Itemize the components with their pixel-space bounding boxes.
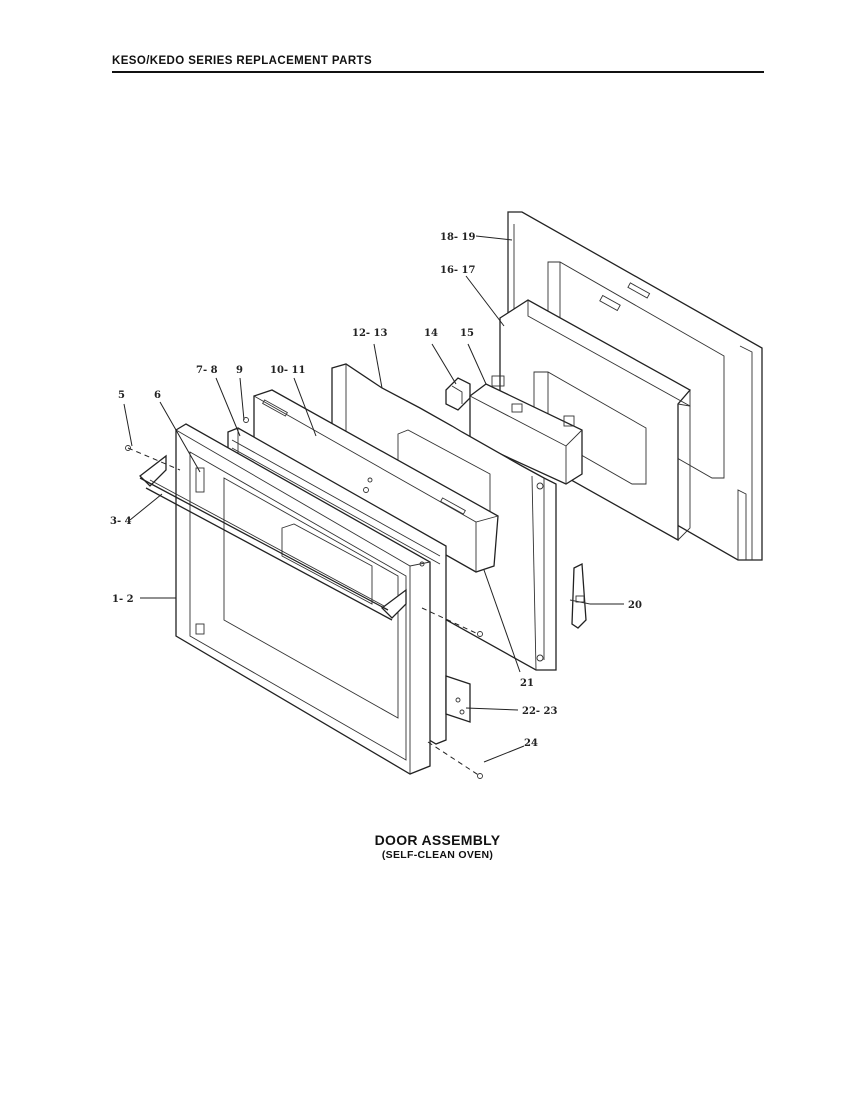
callout-1-2: 1- 2 [112, 594, 134, 605]
callout-18-19: 18- 19 [440, 232, 476, 243]
outer-door-frame [175, 423, 431, 775]
latch-bracket [569, 562, 591, 629]
callout-12-13: 12- 13 [352, 328, 388, 339]
hinge-plate [445, 675, 471, 723]
callout-22-23: 22- 23 [522, 706, 558, 717]
callout-16-17: 16- 17 [440, 265, 476, 276]
callout-9: 9 [236, 365, 243, 376]
caption-title: DOOR ASSEMBLY [374, 832, 501, 848]
callout-5: 5 [118, 390, 125, 401]
assembly-lines [125, 417, 483, 779]
callout-21: 21 [520, 678, 534, 689]
callout-24: 24 [524, 738, 538, 749]
callout-7-8: 7- 8 [196, 365, 218, 376]
header-title: KESO/KEDO SERIES REPLACEMENT PARTS [112, 55, 373, 67]
callout-3-4: 3- 4 [110, 516, 132, 527]
diagram-caption: DOOR ASSEMBLY (SELF-CLEAN OVEN) [300, 832, 575, 861]
callout-20: 20 [628, 600, 642, 611]
bracket-14 [445, 377, 471, 411]
caption-subtitle: (SELF-CLEAN OVEN) [381, 849, 494, 861]
leader-lines [123, 235, 624, 763]
callout-10-11: 10- 11 [270, 365, 305, 376]
callout-6: 6 [154, 390, 161, 401]
page-header: KESO/KEDO SERIES REPLACEMENT PARTS [112, 51, 764, 73]
callout-14: 14 [424, 328, 438, 339]
handle-bar [139, 454, 407, 621]
callout-15: 15 [460, 328, 474, 339]
